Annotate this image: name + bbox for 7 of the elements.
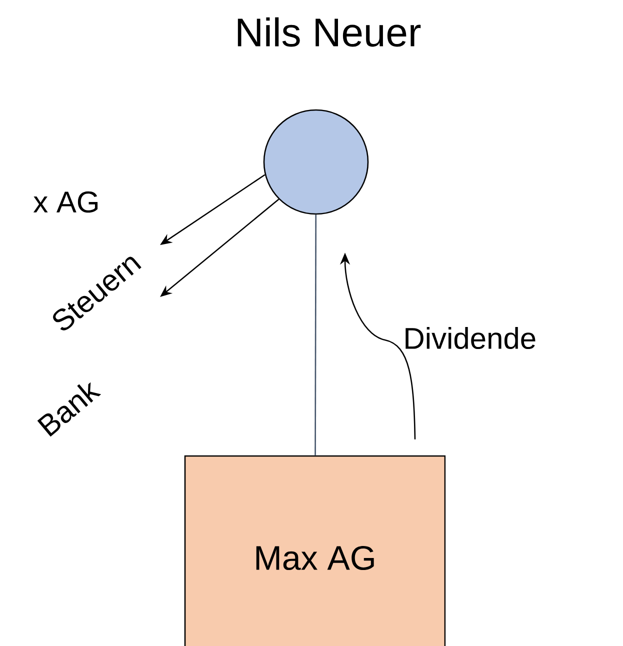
- edge-label: Dividende: [406, 327, 536, 350]
- box-label: Max AG: [256, 546, 374, 570]
- title: Nils Neuer: [238, 17, 421, 47]
- label: x AG: [33, 191, 98, 213]
- connector-line: [314, 214, 317, 456]
- company-box: [184, 455, 446, 646]
- circle-node: [263, 109, 369, 215]
